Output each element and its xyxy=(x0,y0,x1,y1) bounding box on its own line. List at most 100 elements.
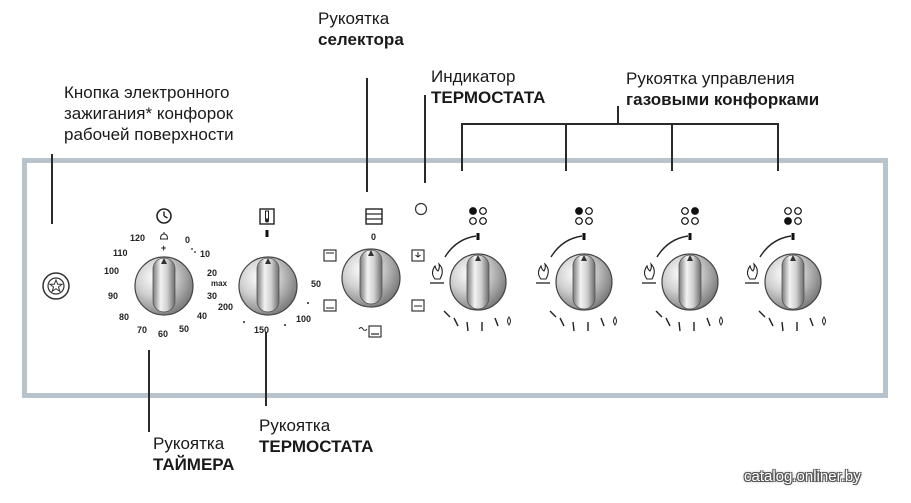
selector-zero-mark: 0 xyxy=(371,232,376,242)
gas-knob-pointer-mark xyxy=(688,233,692,240)
flame-icon xyxy=(430,262,444,284)
gas-knob-4[interactable] xyxy=(745,207,826,332)
timer-plus-mark: + xyxy=(161,243,166,253)
gas-knob-body[interactable] xyxy=(449,253,507,311)
ignition-label-line1: Кнопка электронного xyxy=(64,83,230,102)
gas-knob-pointer-mark xyxy=(791,233,795,240)
selector-label: Рукоятка селектора xyxy=(318,8,404,50)
leader-burner-2 xyxy=(565,123,567,171)
thermostat-mark-200: 200 xyxy=(218,302,233,312)
leader-indicator xyxy=(424,95,426,183)
flame-level-ticks xyxy=(443,310,499,332)
thermostat-indicator-light xyxy=(414,202,428,216)
thermostat-mark-150: 150 xyxy=(254,325,269,335)
light-icon xyxy=(411,249,425,262)
timer-mark-110: 110 xyxy=(113,248,128,258)
gas-knob-body[interactable] xyxy=(661,253,719,311)
leader-burner-3 xyxy=(671,123,673,171)
gas-burner-knobs[interactable] xyxy=(430,207,826,332)
ignition-label-line2: зажигания* конфорок xyxy=(64,104,234,123)
gas-knob-pointer-mark xyxy=(582,233,586,240)
timer-label: Рукоятка ТАЙМЕРА xyxy=(153,433,234,475)
flame-icon xyxy=(745,262,759,284)
leader-burner-4 xyxy=(777,123,779,171)
flame-icon xyxy=(536,262,550,284)
leader-burners-stem xyxy=(617,106,619,124)
burner-position-icon xyxy=(681,207,699,225)
selector-knob[interactable] xyxy=(341,248,401,308)
flame-arc xyxy=(444,235,477,258)
selector-label-line2: селектора xyxy=(318,30,404,49)
clock-icon xyxy=(156,208,172,224)
watermark: catalog.onliner.by xyxy=(744,468,861,485)
flame-level-ticks xyxy=(758,310,814,332)
flame-level-ticks xyxy=(549,310,605,332)
selector-knob-group[interactable]: 0 xyxy=(323,208,401,338)
flame-icon xyxy=(642,262,656,284)
small-flame-icon xyxy=(822,316,826,326)
small-flame-icon xyxy=(719,316,723,326)
burner-position-icon xyxy=(469,207,487,225)
gas-knob-pointer-mark xyxy=(476,233,480,240)
grill-icon xyxy=(358,325,382,338)
spark-star-icon xyxy=(48,278,64,293)
oven-icon xyxy=(365,208,383,225)
thermostat-mark-100: 100 xyxy=(296,314,311,324)
thermostat-label-line2: ТЕРМОСТАТА xyxy=(259,437,374,456)
timer-mark-60: 60 xyxy=(158,329,168,339)
timer-mark-50: 50 xyxy=(179,324,189,334)
thermostat-knob[interactable] xyxy=(238,256,298,316)
burners-label-line1: Рукоятка управления xyxy=(626,69,795,88)
gas-knob-3[interactable] xyxy=(642,207,723,332)
thermostat-mark-50: 50 xyxy=(311,279,321,289)
small-flame-icon xyxy=(507,316,511,326)
gas-knob-2[interactable] xyxy=(536,207,617,332)
thermostat-knob-group[interactable]: 200 150 100 50 xyxy=(218,208,321,335)
indicator-label-line2: ТЕРМОСТАТА xyxy=(431,88,546,107)
timer-mark-80: 80 xyxy=(119,312,129,322)
timer-mark-30: 30 xyxy=(207,291,217,301)
flame-arc xyxy=(759,235,792,258)
timer-label-line2: ТАЙМЕРА xyxy=(153,455,235,474)
leader-burner-1 xyxy=(461,123,463,171)
leader-timer xyxy=(148,350,150,432)
thermostat-pointer-mark xyxy=(265,230,269,237)
bottom-element-icon xyxy=(411,299,425,312)
leader-thermostat xyxy=(265,332,267,406)
timer-mark-120: 120 xyxy=(130,233,145,243)
bell-icon xyxy=(159,232,169,240)
timer-mark-100: 100 xyxy=(104,266,119,276)
leader-burners-bar xyxy=(461,123,779,125)
gas-knob-1[interactable] xyxy=(430,207,511,332)
ignition-button[interactable] xyxy=(42,272,70,300)
selector-label-line1: Рукоятка xyxy=(318,9,390,28)
bottom-heat-icon xyxy=(323,299,337,312)
flame-level-ticks xyxy=(655,310,711,332)
timer-knob-group[interactable]: + 120 110 100 90 80 70 60 50 40 30 20 ma… xyxy=(104,208,228,339)
ignition-button-label: Кнопка электронного зажигания* конфорок … xyxy=(64,82,234,145)
flame-arc xyxy=(550,235,583,258)
timer-mark-0: 0 xyxy=(185,235,190,245)
timer-mark-90: 90 xyxy=(108,291,118,301)
flame-arc xyxy=(656,235,689,258)
thermostat-indicator-label: Индикатор ТЕРМОСТАТА xyxy=(431,66,545,108)
leader-selector xyxy=(366,78,368,192)
gas-burners-label: Рукоятка управления газовыми конфорками xyxy=(626,68,819,110)
gas-knob-body[interactable] xyxy=(764,253,822,311)
thermostat-label-line1: Рукоятка xyxy=(259,416,331,435)
timer-mark-70: 70 xyxy=(137,325,147,335)
thermometer-icon xyxy=(259,208,275,225)
burners-label-line2: газовыми конфорками xyxy=(626,90,820,109)
timer-label-line1: Рукоятка xyxy=(153,434,225,453)
timer-knob[interactable] xyxy=(134,256,194,316)
ignition-label-line3: рабочей поверхности xyxy=(64,125,234,144)
leader-ignition xyxy=(51,154,53,224)
top-heat-icon xyxy=(323,249,337,262)
burner-position-icon xyxy=(575,207,593,225)
timer-mark-20: 20 xyxy=(207,268,217,278)
timer-mark-40: 40 xyxy=(197,311,207,321)
burner-position-icon xyxy=(784,207,802,225)
indicator-label-line1: Индикатор xyxy=(431,67,516,86)
gas-knob-body[interactable] xyxy=(555,253,613,311)
